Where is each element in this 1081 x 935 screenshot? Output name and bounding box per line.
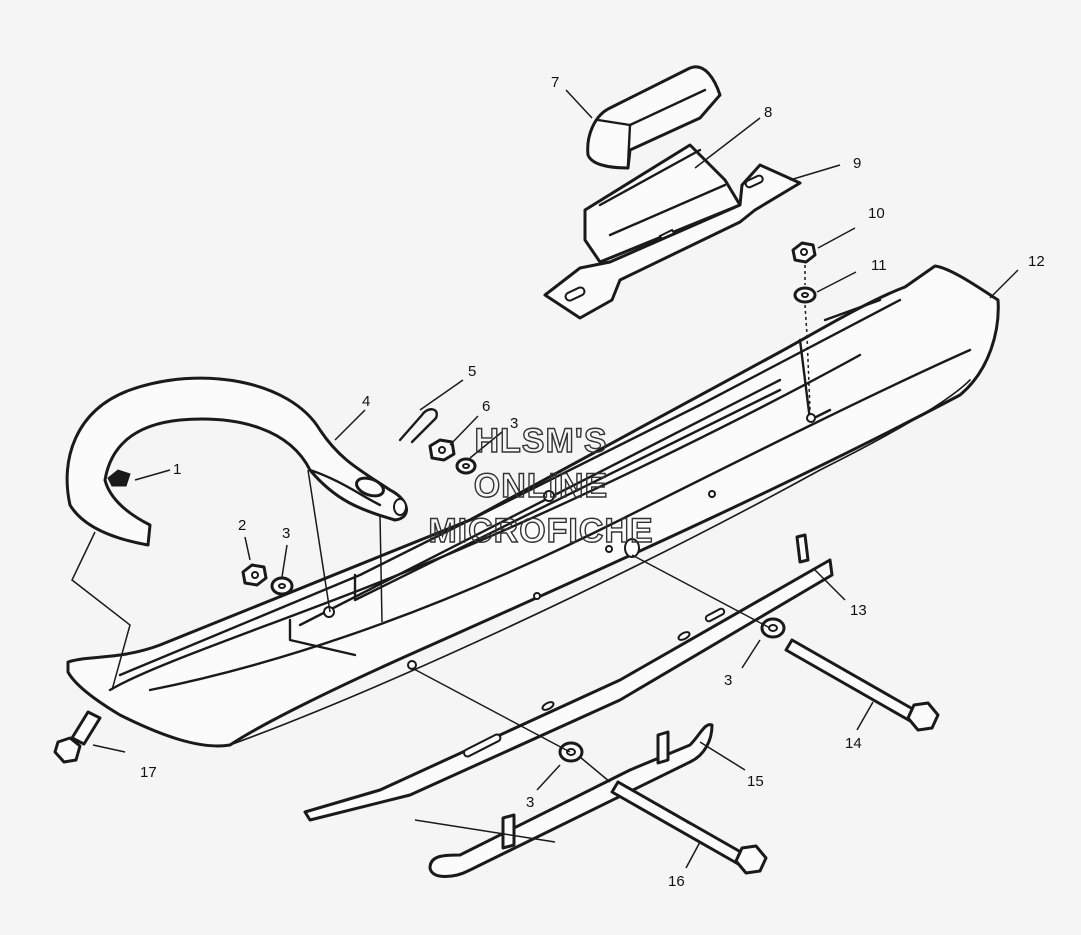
washer-3-bottom [558, 741, 584, 763]
saddle-plate [543, 163, 802, 320]
callout-13: 13 [850, 602, 867, 619]
callout-17: 17 [140, 764, 157, 781]
ski-handle [65, 376, 408, 547]
watermark-line-1: HLSM'S [474, 422, 607, 460]
washer-3-right [760, 617, 786, 639]
cushion-pad [586, 65, 722, 170]
washer-3-left [270, 576, 294, 596]
watermark-line-2: ONLINE [474, 467, 608, 505]
watermark-line-3: MICROFICHE [428, 512, 653, 550]
washer-11 [793, 286, 817, 304]
cotter-pin [398, 408, 438, 444]
callout-labels: 1 2 3 3 3 3 4 5 6 7 8 9 10 11 12 13 14 1… [140, 74, 1045, 890]
callout-3-top: 3 [510, 415, 518, 432]
callout-9: 9 [853, 155, 861, 172]
stud-17 [53, 710, 102, 764]
callout-14: 14 [845, 735, 862, 752]
bolt-14 [784, 638, 940, 732]
washer-3-top [455, 457, 477, 475]
watermark: HLSM'S ONLINE MICROFICHE [428, 421, 654, 550]
callout-11: 11 [871, 257, 887, 274]
callout-4: 4 [362, 393, 370, 410]
nut-6 [428, 438, 456, 462]
nut-2 [241, 563, 268, 587]
callout-5: 5 [468, 363, 476, 380]
nut-10 [791, 241, 817, 264]
callout-8: 8 [764, 104, 772, 121]
callout-12: 12 [1028, 253, 1045, 270]
callout-3-left: 3 [282, 525, 290, 542]
carbide-runner [428, 723, 714, 878]
callout-3-right: 3 [724, 672, 732, 689]
callout-1: 1 [173, 461, 181, 478]
wear-bar [303, 533, 834, 822]
bolt-16 [610, 780, 768, 875]
callout-2: 2 [238, 517, 246, 534]
decal [107, 469, 131, 487]
callout-16: 16 [668, 873, 685, 890]
callout-6: 6 [482, 398, 490, 415]
callout-15: 15 [747, 773, 764, 790]
callout-10: 10 [868, 205, 885, 222]
callout-7: 7 [551, 74, 559, 91]
ski-body [66, 264, 1000, 748]
callout-3-bottom: 3 [526, 794, 534, 811]
